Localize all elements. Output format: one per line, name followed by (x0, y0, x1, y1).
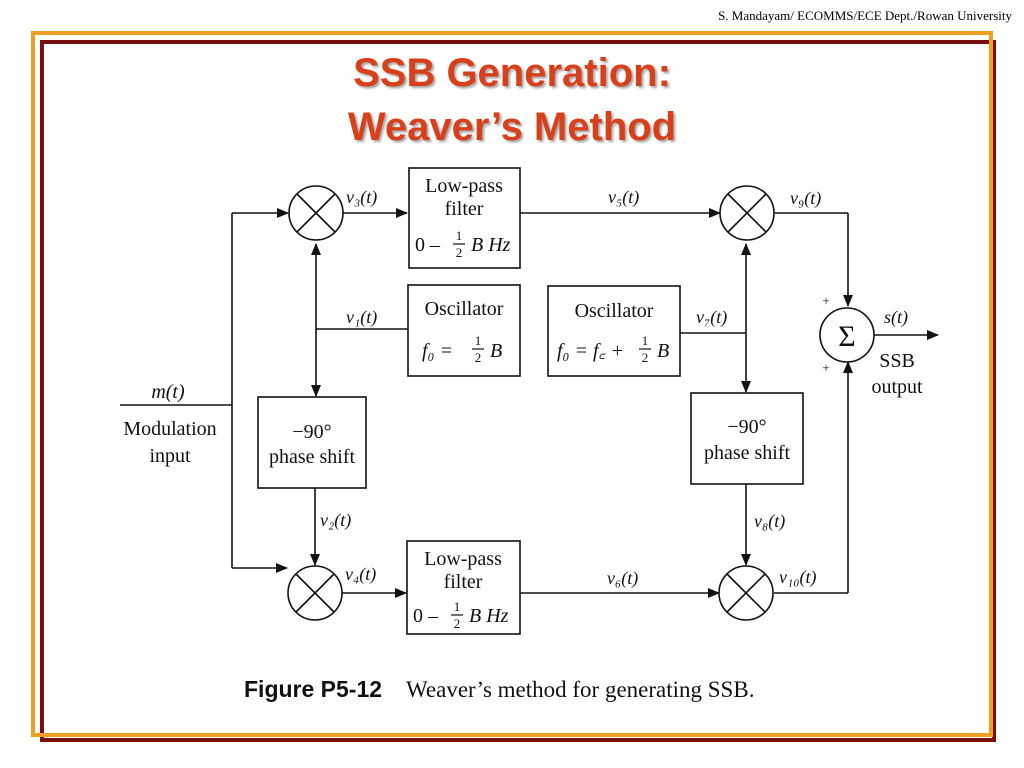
signal-v7: v₇(t) (696, 307, 727, 328)
lpf-top-frac-num: 1 (456, 228, 463, 243)
lpf-bottom-range-suffix: B Hz (469, 605, 509, 627)
lpf-top-box (408, 167, 521, 269)
mixer-top-left (288, 185, 344, 241)
signal-v8: v₈(t) (754, 511, 785, 532)
osc-left-line1: Oscillator (425, 298, 504, 320)
figure-caption-text: Weaver’s method for generating SSB. (406, 677, 755, 702)
phase-right-line2: phase shift (704, 442, 791, 464)
osc-right-eq-prefix: f₀ = f꜀ + (557, 340, 624, 362)
lpf-top-frac-den: 2 (456, 245, 463, 260)
lpf-bottom-range-prefix: 0 – (413, 605, 439, 627)
mixer-bottom-right (718, 565, 774, 621)
slide-title-line2: Weaver’s Method (347, 105, 677, 149)
phase-right-line1: −90° (727, 416, 766, 438)
osc-left-frac-den: 2 (475, 350, 482, 365)
phase-left-line2: phase shift (269, 446, 356, 468)
osc-right-frac-num: 1 (642, 333, 649, 348)
lpf-top-line2: filter (445, 198, 484, 220)
phase-right-box (690, 392, 804, 485)
slide-credit: S. Mandayam/ ECOMMS/ECE Dept./Rowan Univ… (718, 8, 1012, 23)
input-label-line2: input (149, 445, 191, 467)
signal-v1: v₁(t) (346, 307, 377, 328)
phase-left-box (257, 396, 367, 489)
signal-v6: v₆(t) (607, 568, 638, 589)
input-label-line1: Modulation (123, 418, 216, 440)
outer-frame (40, 40, 996, 742)
phase-left-line1: −90° (292, 421, 331, 443)
summer-circle (819, 307, 875, 363)
slide-title-line1: SSB Generation: (353, 51, 671, 95)
signal-v2: v₂(t) (320, 510, 351, 531)
output-label-line1: SSB (879, 350, 915, 372)
lpf-bottom-box (406, 540, 521, 635)
figure-number: Figure P5-12 (244, 676, 383, 702)
signal-v10: v₁₀(t) (779, 567, 817, 588)
signal-v4: v₄(t) (345, 564, 376, 585)
output-label-line2: output (871, 376, 923, 398)
osc-right-frac-den: 2 (642, 350, 649, 365)
osc-right-line1: Oscillator (575, 300, 654, 322)
osc-left-box (407, 284, 521, 377)
signal-v3: v₃(t) (346, 187, 377, 208)
osc-left-eq-suffix: B (490, 340, 502, 362)
osc-left-eq-prefix: f₀ = (422, 340, 453, 362)
mixer-bottom-left (287, 565, 343, 621)
osc-right-box (547, 285, 681, 377)
output-signal-label: s(t) (884, 307, 908, 328)
summer-plus-bottom: + (822, 360, 829, 375)
summer-symbol: Σ (838, 320, 855, 353)
input-signal-label: m(t) (151, 381, 185, 403)
inner-frame (31, 31, 993, 737)
signal-v9: v₉(t) (790, 188, 821, 209)
summer-plus-top: + (822, 293, 829, 308)
lpf-bottom-line1: Low-pass (424, 548, 502, 570)
lpf-bottom-line2: filter (444, 571, 483, 593)
osc-left-frac-num: 1 (475, 333, 482, 348)
osc-right-eq-suffix: B (657, 340, 669, 362)
signal-v5: v₅(t) (608, 187, 639, 208)
lpf-top-range-suffix: B Hz (471, 234, 511, 256)
lpf-top-range-prefix: 0 – (415, 234, 441, 256)
figure-caption: Figure P5-12 Weaver’s method for generati… (244, 676, 754, 703)
lpf-bottom-frac-num: 1 (454, 599, 461, 614)
lpf-top-line1: Low-pass (425, 175, 503, 197)
lpf-bottom-frac-den: 2 (454, 616, 461, 631)
mixer-top-right (719, 185, 775, 241)
